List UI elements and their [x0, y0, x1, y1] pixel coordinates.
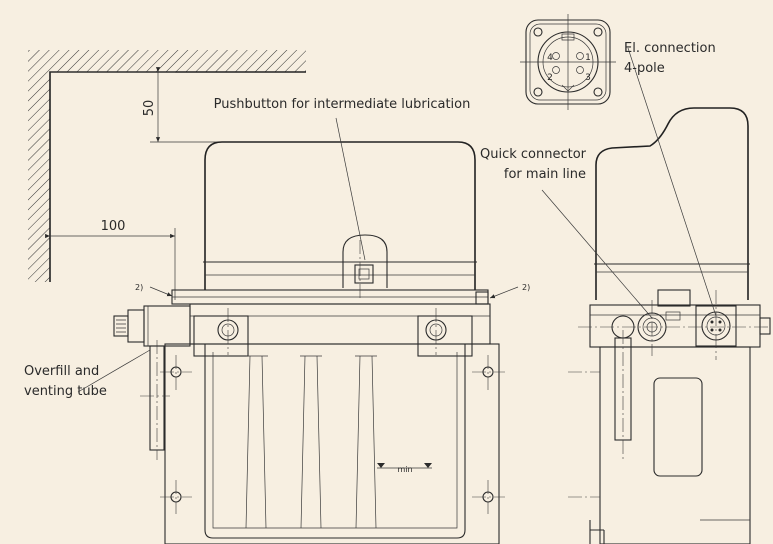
- pump-side-view: [568, 107, 771, 544]
- dimension-50-value: 50: [142, 100, 157, 117]
- pin-label-4: 4: [547, 53, 553, 63]
- el-connection-label-line2: 4-pole: [624, 61, 665, 76]
- pump-front-view: min: [113, 141, 519, 544]
- pin-label-2: 2: [547, 73, 553, 83]
- note-label-left: 2): [135, 283, 143, 292]
- dimension-100: 100: [45, 219, 176, 300]
- note-label-right: 2): [522, 283, 530, 292]
- el-connection-label-line1: El. connection: [624, 41, 716, 56]
- leader-lines: [77, 47, 717, 393]
- overfill-label-line1: Overfill and: [24, 364, 99, 379]
- quick-connector-label-line1: Quick connector: [480, 147, 587, 162]
- overfill-label-line2: venting tube: [24, 384, 107, 399]
- quick-connector-label-line2: for main line: [504, 167, 586, 182]
- pin-label-3: 3: [585, 73, 591, 83]
- pushbutton-label: Pushbutton for intermediate lubrication: [214, 97, 471, 112]
- min-level-label: min: [397, 465, 412, 474]
- wall-hatching: [28, 50, 306, 282]
- connector-pin-detail: 4 1 2 3: [520, 14, 616, 110]
- pin-label-1: 1: [585, 53, 591, 63]
- dimension-100-value: 100: [101, 219, 126, 234]
